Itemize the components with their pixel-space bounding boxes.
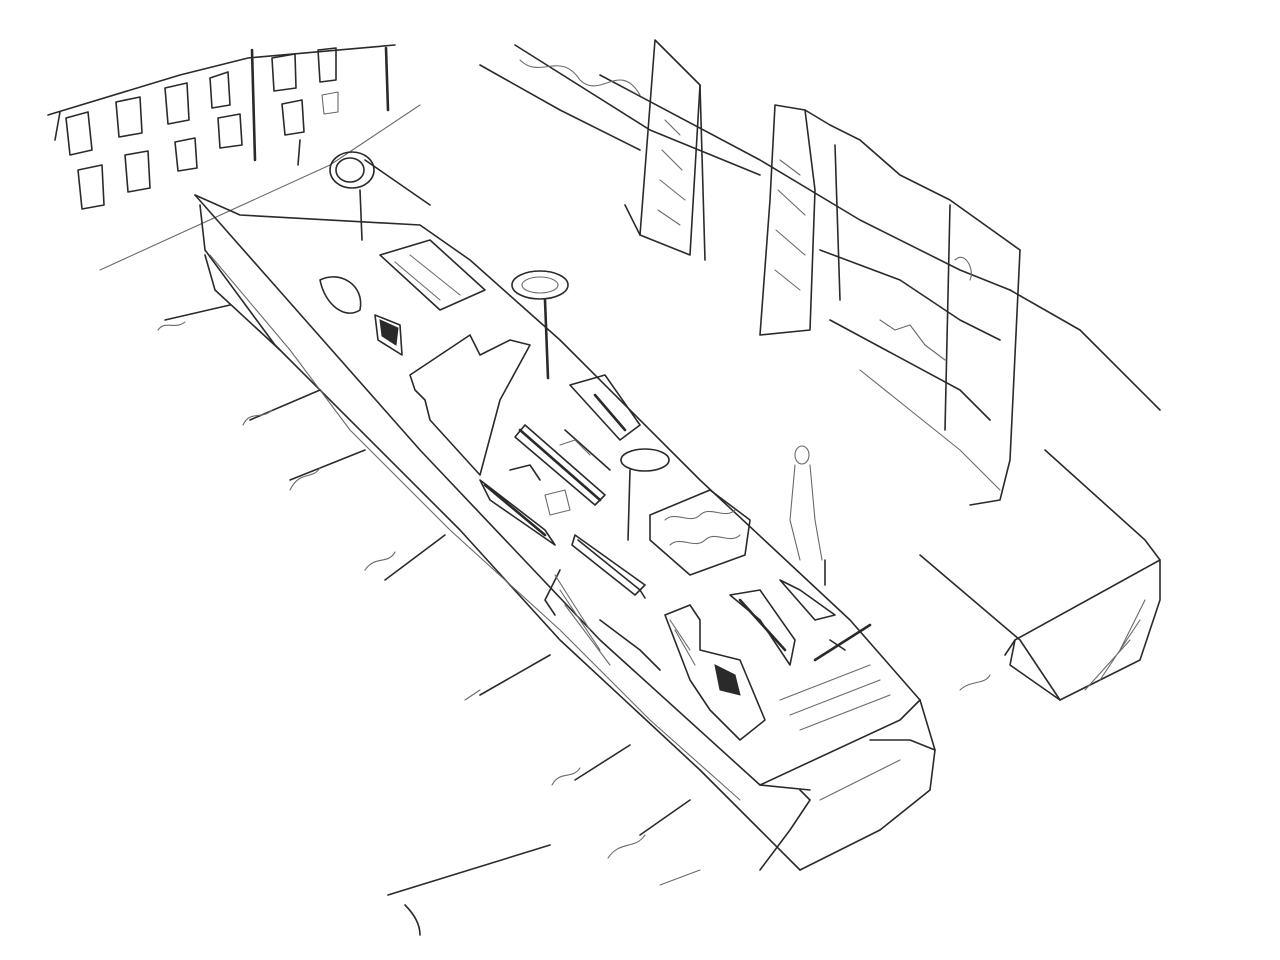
lamp-2 xyxy=(511,270,569,380)
lamp-3 xyxy=(620,448,670,541)
bench-block-right xyxy=(919,449,1161,701)
facade-right xyxy=(479,39,1161,506)
main-counter xyxy=(194,194,936,871)
person-figure xyxy=(789,445,826,586)
facade-left xyxy=(47,44,421,271)
counter-items xyxy=(319,239,891,741)
lamp-1 xyxy=(329,151,431,241)
stool-marks xyxy=(157,304,991,936)
